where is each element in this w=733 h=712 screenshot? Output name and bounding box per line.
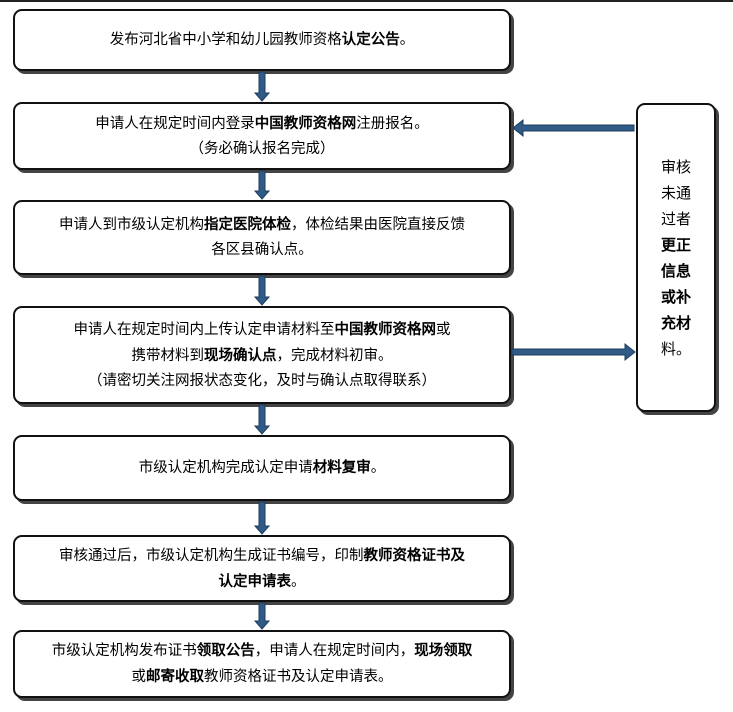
step-text-line: 申请人在规定时间内上传认定申请材料至中国教师资格网或 <box>74 317 451 343</box>
emphasis-text: 指定医院体检 <box>204 216 291 233</box>
text-segment: （请密切关注网报状态变化，及时与确认点取得联系） <box>88 372 436 389</box>
emphasis-text: 材料复审 <box>312 459 371 476</box>
down-arrow <box>253 71 271 102</box>
text-segment: 市级认定机构发布证书 <box>51 643 197 659</box>
step-text-line: 各区县确认点。 <box>211 238 313 263</box>
emphasis-text: 教师资格证书及 <box>363 546 466 564</box>
text-segment: （务必确认报名完成） <box>189 140 335 157</box>
text-segment: 申请人在规定时间内登录 <box>95 115 255 132</box>
side-note-line: 充材 <box>660 313 691 332</box>
text-segment: 或 <box>436 321 451 338</box>
step-medical-exam: 申请人到市级认定机构指定医院体检，体检结果由医院直接反馈各区县确认点。 <box>13 200 511 275</box>
down-arrow <box>253 170 271 200</box>
text-segment: 各区县确认点。 <box>211 242 313 258</box>
text-segment: 申请人到市级认定机构 <box>59 217 204 233</box>
emphasis-text: 领取公告 <box>196 642 255 659</box>
emphasis-text: 中国教师资格网 <box>334 320 437 338</box>
text-segment: ，体检结果由医院直接反馈 <box>291 217 465 233</box>
step-certificate-collection: 市级认定机构发布证书领取公告，申请人在规定时间内，现场领取或邮寄收取教师资格证书… <box>13 630 511 698</box>
down-arrow <box>253 275 271 306</box>
side-note-line: 更正 <box>660 235 691 254</box>
step-text-line: （请密切关注网报状态变化，及时与确认点取得联系） <box>88 369 436 394</box>
emphasis-text: 邮寄收取 <box>146 668 204 685</box>
text-segment: 市级认定机构完成认定申请 <box>138 460 313 476</box>
side-note-failed-review: 审核未通过者更正信息或补充材料。 <box>636 103 716 412</box>
step-text-line: 携带材料到现场确认点，完成材料初审。 <box>132 343 393 369</box>
step-text-line: 或邮寄收取教师资格证书及认定申请表。 <box>132 664 393 690</box>
text-segment: ，完成材料初审。 <box>276 347 393 364</box>
emphasis-text: 中国教师资格网 <box>254 114 357 132</box>
down-arrow <box>253 602 271 630</box>
text-segment: 审核通过后，市级认定机构生成证书编号，印制 <box>59 547 364 564</box>
text-segment: 。 <box>399 32 415 48</box>
down-arrow <box>253 404 271 435</box>
step-text-line: 审核通过后，市级认定机构生成证书编号，印制教师资格证书及 <box>59 543 465 569</box>
step-online-registration: 申请人在规定时间内登录中国教师资格网注册报名。 （务必确认报名完成） <box>13 102 511 170</box>
emphasis-text: 认定申请表 <box>218 572 292 590</box>
emphasis-text: 认定公告 <box>341 31 400 48</box>
step-text-line: 申请人在规定时间内登录中国教师资格网注册报名。 <box>95 111 429 137</box>
text-segment: 携带材料到 <box>131 347 205 364</box>
side-note-line: 审核 <box>660 157 691 176</box>
emphasis-text: 现场确认点 <box>204 346 277 364</box>
failure-arrow <box>511 342 636 362</box>
return-arrow <box>512 118 635 138</box>
text-segment: 。 <box>370 460 386 476</box>
step-text-line: 申请人到市级认定机构指定医院体检，体检结果由医院直接反馈 <box>59 212 465 238</box>
text-segment: 或 <box>131 669 147 685</box>
step-upload-materials: 申请人在规定时间内上传认定申请材料至中国教师资格网或携带材料到现场确认点，完成材… <box>13 306 511 404</box>
text-segment: 。 <box>291 573 306 590</box>
step-text-line: 市级认定机构发布证书领取公告，申请人在规定时间内，现场领取 <box>52 638 473 664</box>
step-certificate-printing: 审核通过后，市级认定机构生成证书编号，印制教师资格证书及认定申请表。 <box>13 535 511 602</box>
text-segment: 申请人在规定时间内上传认定申请材料至 <box>73 321 335 338</box>
side-note-line: 料。 <box>660 339 691 358</box>
step-publish-announcement: 发布河北省中小学和幼儿园教师资格认定公告。 <box>13 9 511 71</box>
top-border-line <box>0 0 733 2</box>
side-note-line: 或补 <box>660 287 691 306</box>
step-material-review: 市级认定机构完成认定申请材料复审。 <box>13 435 511 501</box>
text-segment: 教师资格证书及认定申请表。 <box>204 669 393 685</box>
side-note-line: 未通 <box>660 183 691 202</box>
side-note-line: 过者 <box>660 209 691 228</box>
step-text-line: 认定申请表。 <box>219 569 306 595</box>
side-note-line: 信息 <box>660 261 691 280</box>
step-text-line: （务必确认报名完成） <box>190 137 335 162</box>
step-text-line: 发布河北省中小学和幼儿园教师资格认定公告。 <box>110 27 415 53</box>
down-arrow <box>253 501 271 535</box>
text-segment: 发布河北省中小学和幼儿园教师资格 <box>109 32 342 48</box>
text-segment: ，申请人在规定时间内， <box>254 643 415 659</box>
text-segment: 注册报名。 <box>356 115 429 132</box>
emphasis-text: 现场领取 <box>414 642 473 659</box>
step-text-line: 市级认定机构完成认定申请材料复审。 <box>139 455 386 481</box>
